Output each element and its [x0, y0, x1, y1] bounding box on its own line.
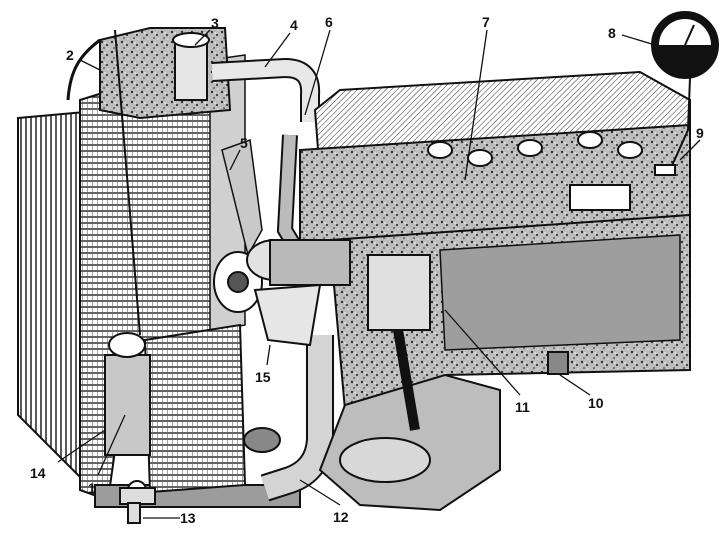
pump-bracket [253, 283, 322, 347]
leader-7 [464, 29, 488, 181]
gauge-sensor [654, 164, 676, 176]
engine [299, 70, 691, 512]
radiator-cap [172, 32, 210, 48]
leader-14 [57, 429, 106, 463]
callout-12: 12 [333, 509, 349, 525]
callout-10: 10 [588, 395, 604, 411]
fan-hub-center [227, 271, 249, 293]
valve-rocker-row [427, 131, 643, 167]
radiator-filler-neck [174, 37, 208, 101]
gauge-capillary [669, 77, 691, 171]
leader-9 [679, 139, 701, 161]
callout-5: 5 [240, 135, 248, 151]
leader-3 [194, 29, 211, 46]
leader-4 [264, 32, 291, 68]
oil-cooler-tank [104, 354, 151, 456]
leader-1 [97, 414, 126, 476]
leader-10 [559, 374, 591, 396]
radiator [17, 27, 301, 524]
lower-hose-fill [261, 335, 332, 500]
gauge-needle [684, 24, 695, 46]
callout-6: 6 [325, 14, 333, 30]
callout-13: 13 [180, 510, 196, 526]
callout-labels: 1 2 3 4 5 6 7 8 9 10 11 12 13 14 15 [30, 14, 704, 526]
callout-8: 8 [608, 25, 616, 41]
leader-15 [266, 344, 271, 366]
lower-hose-clamp [243, 427, 281, 453]
drain-cock-spout [127, 502, 141, 524]
callout-7: 7 [482, 14, 490, 30]
leader-8 [621, 34, 656, 46]
callout-14: 14 [30, 465, 46, 481]
callout-3: 3 [211, 15, 219, 31]
callout-2: 2 [66, 47, 74, 63]
overflow-pipe [66, 38, 101, 101]
leader-lines [57, 29, 701, 519]
crankshaft [339, 437, 431, 483]
leader-5 [229, 149, 241, 171]
connecting-rod [393, 329, 420, 431]
callout-1: 1 [88, 480, 96, 496]
callout-4: 4 [290, 17, 298, 33]
leader-11 [444, 309, 521, 396]
oil-cooler-top [108, 332, 146, 358]
piston [367, 254, 431, 331]
leader-12 [299, 479, 341, 506]
side-window [569, 184, 631, 211]
fan-shroud-blade [221, 138, 263, 258]
water-pump-and-fan [213, 138, 351, 347]
callout-9: 9 [696, 125, 704, 141]
callout-15: 15 [255, 369, 271, 385]
temperature-gauge [651, 11, 719, 176]
upper-hose-fill [211, 59, 319, 122]
steam-tube [114, 29, 141, 336]
sump-drain-plug [547, 351, 569, 375]
callout-11: 11 [515, 399, 530, 415]
gauge-face [659, 19, 711, 45]
leader-2 [79, 59, 101, 71]
drain-cock-body [119, 487, 156, 505]
oil-cooler-core [143, 323, 247, 494]
water-jacket [439, 234, 681, 351]
leader-6 [304, 29, 331, 116]
water-pump-body [269, 239, 351, 286]
